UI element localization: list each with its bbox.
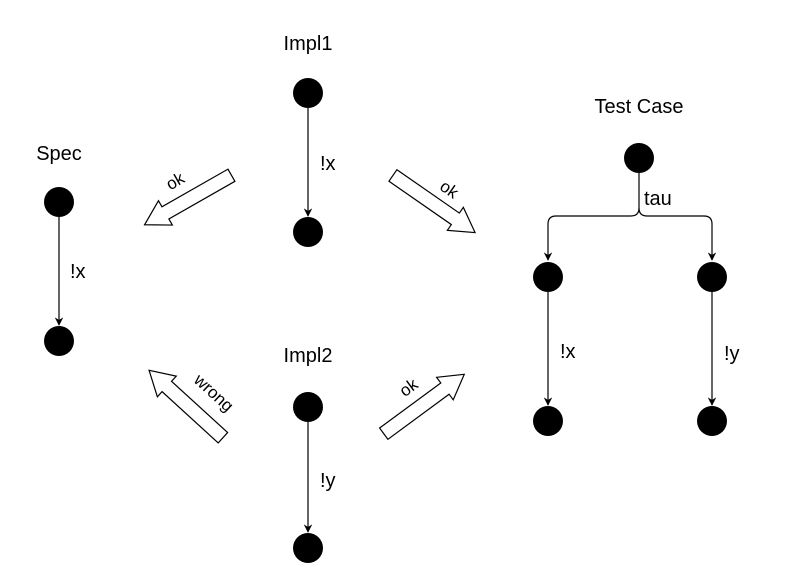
impl1-initial-state xyxy=(293,78,323,108)
relation-impl2-test-label: ok xyxy=(396,374,422,400)
test-case-edge-tau-right xyxy=(638,207,717,261)
relation-impl2-spec-arrow xyxy=(148,369,229,444)
spec-final-state xyxy=(44,326,74,356)
test-case-title: Test Case xyxy=(595,96,684,118)
relation-impl1-test-arrow xyxy=(388,168,477,234)
test-case-left-state xyxy=(533,262,563,292)
relation-impl2-spec xyxy=(148,369,229,444)
relation-impl1-spec-label: ok xyxy=(163,168,188,194)
impl2-edge-y-label: !y xyxy=(320,470,336,492)
relation-impl2-test-arrow xyxy=(378,373,466,441)
relation-impl1-test xyxy=(388,168,477,234)
impl2-initial-state xyxy=(293,392,323,422)
test-case-initial-state xyxy=(624,143,654,173)
spec-title: Spec xyxy=(36,143,82,165)
spec-edge-x-label: !x xyxy=(70,261,86,283)
relation-impl1-test-label: ok xyxy=(436,177,462,203)
relation-impl1-spec-arrow xyxy=(143,168,236,226)
impl1-group: Impl1 !x xyxy=(284,33,336,247)
impl1-title: Impl1 xyxy=(284,33,333,55)
test-case-group: Test Case tau !x !y xyxy=(533,96,740,436)
test-case-edge-y-label: !y xyxy=(724,343,740,365)
test-case-edge-tau-label: tau xyxy=(644,188,672,210)
test-case-right-state xyxy=(697,262,727,292)
impl1-final-state xyxy=(293,217,323,247)
impl2-group: Impl2 !y xyxy=(284,345,336,563)
test-case-right-final-state xyxy=(697,406,727,436)
relation-impl2-test xyxy=(378,373,466,441)
test-case-edge-x-label: !x xyxy=(560,341,576,363)
spec-group: Spec !x xyxy=(36,143,86,356)
impl1-edge-x-label: !x xyxy=(320,153,336,175)
impl2-final-state xyxy=(293,533,323,563)
test-case-left-final-state xyxy=(533,406,563,436)
spec-initial-state xyxy=(44,187,74,217)
relation-impl1-spec xyxy=(143,168,236,226)
test-case-edge-tau-left xyxy=(543,173,640,261)
impl2-title: Impl2 xyxy=(284,345,333,367)
